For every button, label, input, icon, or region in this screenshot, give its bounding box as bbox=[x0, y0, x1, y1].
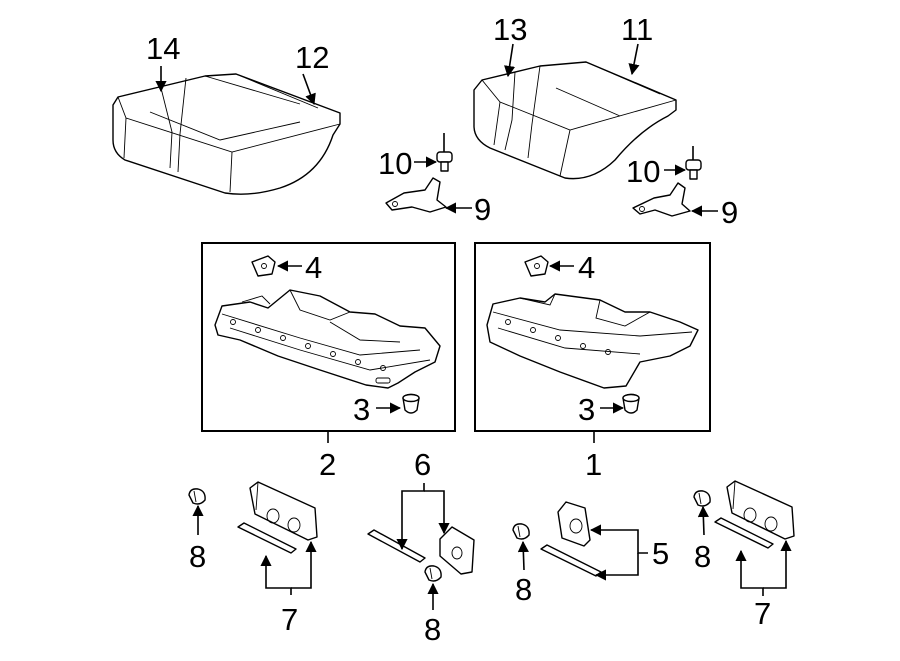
callout-8-left: 8 bbox=[189, 539, 206, 574]
callout-2: 2 bbox=[319, 447, 336, 482]
right-trim-strip bbox=[540, 544, 602, 577]
right-bolt bbox=[685, 146, 702, 180]
right-cushion-cover bbox=[473, 61, 677, 180]
callout-11: 11 bbox=[621, 12, 653, 47]
center-trim-panel bbox=[439, 526, 475, 575]
right-clip bbox=[524, 255, 549, 277]
callout-4-left: 4 bbox=[305, 250, 322, 285]
callout-1: 1 bbox=[585, 447, 602, 482]
callout-10-right: 10 bbox=[626, 154, 660, 189]
callout-13: 13 bbox=[493, 12, 527, 47]
right-seat-frame bbox=[486, 293, 699, 389]
callout-6: 6 bbox=[414, 447, 431, 482]
callout-8-center: 8 bbox=[424, 612, 441, 647]
right-frame-box bbox=[474, 242, 711, 432]
callout-9-right: 9 bbox=[721, 195, 738, 230]
callout-numbers: 14 12 13 11 10 10 9 9 4 4 3 3 2 1 6 5 8 … bbox=[146, 12, 771, 647]
callout-3-right: 3 bbox=[578, 392, 595, 427]
callout-9-left: 9 bbox=[474, 192, 491, 227]
right-trim-panel-b bbox=[726, 480, 795, 540]
push-pin-left bbox=[188, 488, 206, 505]
left-bracket bbox=[385, 177, 447, 213]
left-bolt bbox=[436, 133, 453, 172]
push-pin-right-a bbox=[512, 523, 530, 540]
center-trim-strip bbox=[367, 529, 426, 563]
left-cushion-cover bbox=[112, 73, 341, 195]
callout-8-right-a: 8 bbox=[515, 572, 532, 607]
right-bracket bbox=[632, 182, 691, 217]
left-bumper bbox=[402, 393, 420, 414]
callout-7-right: 7 bbox=[754, 596, 771, 631]
push-pin-right-b bbox=[693, 490, 711, 507]
callout-12: 12 bbox=[295, 40, 329, 75]
left-trim-strip bbox=[237, 522, 297, 554]
left-trim-panel bbox=[249, 481, 318, 541]
callout-8-right-b: 8 bbox=[694, 539, 711, 574]
callout-7-left: 7 bbox=[281, 602, 298, 637]
callout-3-left: 3 bbox=[353, 392, 370, 427]
callout-10-left: 10 bbox=[378, 146, 412, 181]
left-clip bbox=[251, 255, 276, 277]
leader-lines bbox=[155, 43, 792, 610]
right-bumper bbox=[622, 393, 640, 414]
push-pin-center bbox=[424, 565, 442, 582]
callout-14: 14 bbox=[146, 31, 180, 66]
right-trim-panel bbox=[557, 501, 591, 547]
callout-4-right: 4 bbox=[578, 250, 595, 285]
callout-5: 5 bbox=[652, 536, 669, 571]
left-seat-frame bbox=[214, 289, 441, 389]
right-trim-strip-b bbox=[714, 517, 774, 549]
